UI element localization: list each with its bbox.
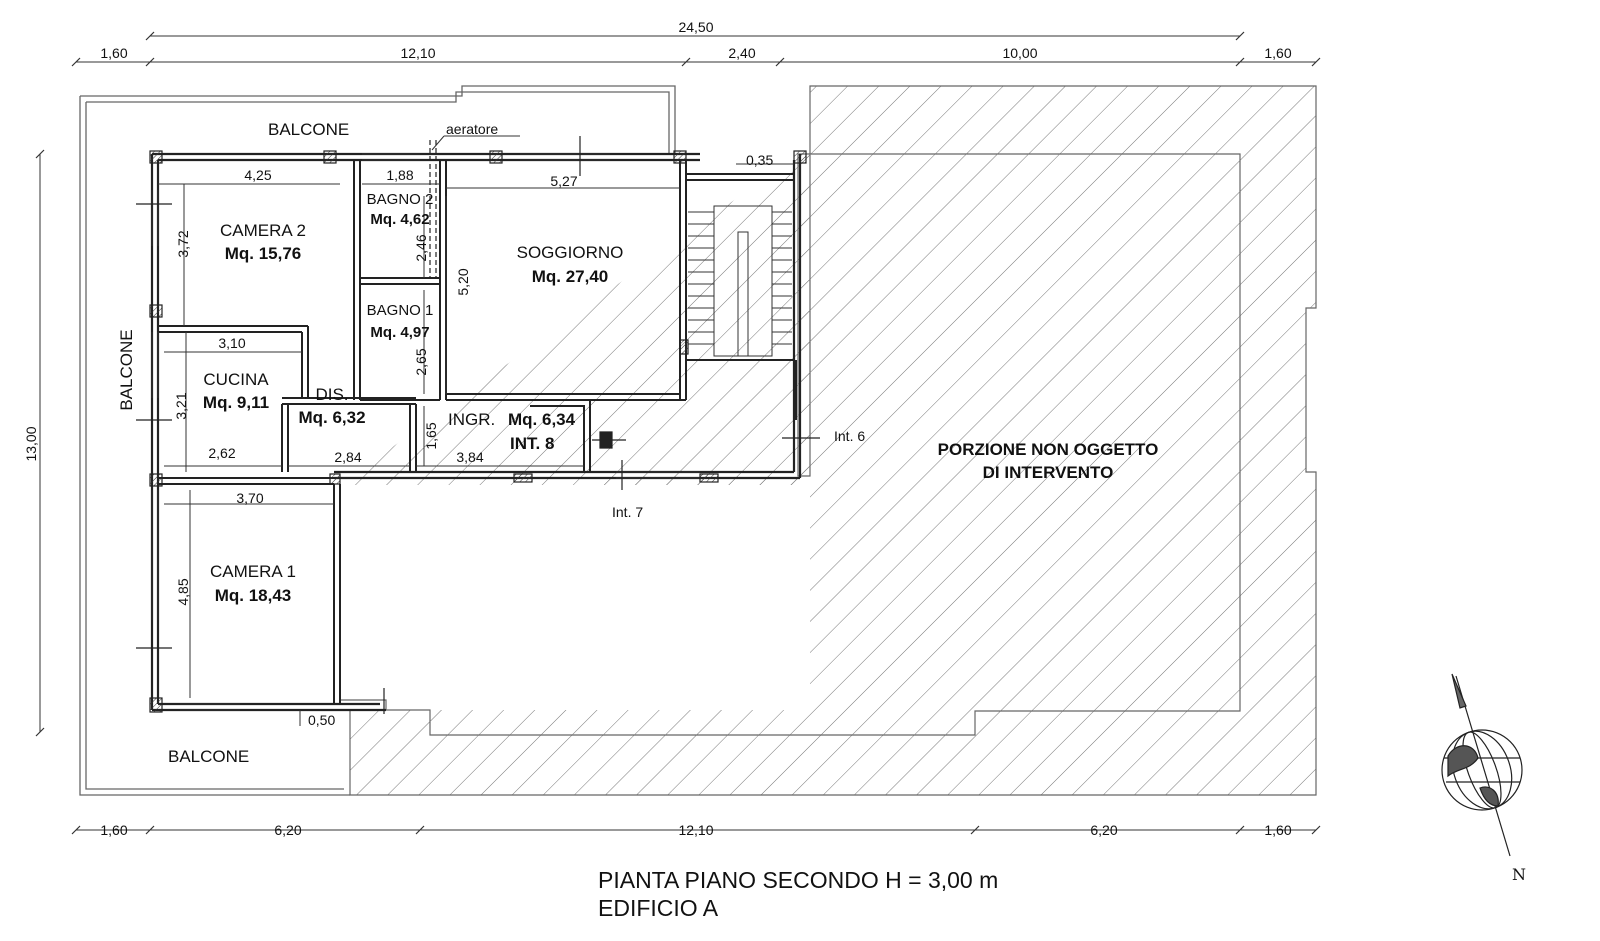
north-compass-icon: N — [1441, 673, 1526, 884]
top-dim-5: 1,60 — [1264, 45, 1291, 61]
wall-offset-bottom-dim: 0,50 — [308, 712, 335, 728]
camera1-width: 3,70 — [236, 490, 263, 506]
bagno1-height: 2,65 — [413, 348, 429, 375]
room-labels: CAMERA 2 Mq. 15,76 BAGNO 2 Mq. 4,62 SOGG… — [203, 191, 623, 605]
balcone-bottom-label: BALCONE — [168, 747, 249, 766]
soggiorno-height: 5,20 — [455, 268, 471, 295]
bottom-dim-5: 1,60 — [1264, 822, 1291, 838]
aeratore-label: aeratore — [446, 121, 498, 137]
ingresso-height: 1,65 — [423, 422, 439, 449]
ingresso-name: INGR. — [448, 410, 495, 429]
title-line-2: EDIFICIO A — [598, 895, 719, 921]
bagno2-width: 1,88 — [386, 167, 413, 183]
cucina-name: CUCINA — [203, 370, 269, 389]
bottom-dim-3: 12,10 — [678, 822, 713, 838]
bagno2-name: BAGNO 2 — [367, 191, 434, 208]
top-dim-3: 2,40 — [728, 45, 755, 61]
camera2-height: 3,72 — [175, 230, 191, 257]
bagno2-area: Mq. 4,62 — [370, 211, 429, 228]
dimension-labels: 24,50 1,60 12,10 2,40 10,00 1,60 1,60 6,… — [23, 19, 1292, 838]
balcony-outline — [79, 85, 676, 796]
windows — [151, 153, 700, 711]
ingresso-area: Mq. 6,34 — [508, 410, 576, 429]
dis-width: 2,84 — [334, 449, 361, 465]
int7-label: Int. 7 — [612, 504, 643, 520]
non-intervention-area — [339, 85, 1317, 796]
misc-labels: BALCONE BALCONE BALCONE aeratore Int. 6 … — [117, 120, 1158, 766]
north-label: N — [1512, 865, 1526, 884]
ingresso-width: 3,84 — [456, 449, 483, 465]
porzione-label-1: PORZIONE NON OGGETTO — [938, 440, 1159, 459]
bagno1-name: BAGNO 1 — [367, 302, 434, 319]
camera1-area: Mq. 18,43 — [215, 586, 292, 605]
camera1-height: 4,85 — [175, 578, 191, 605]
cucina-area: Mq. 9,11 — [203, 393, 269, 412]
bottom-dim-2: 6,20 — [274, 822, 301, 838]
bagno1-area: Mq. 4,97 — [370, 324, 429, 341]
staircase — [688, 205, 792, 357]
bottom-dim-4: 6,20 — [1090, 822, 1117, 838]
int6-label: Int. 6 — [834, 428, 865, 444]
balcone-top-label: BALCONE — [268, 120, 349, 139]
top-dim-2: 12,10 — [400, 45, 435, 61]
cucina-height: 3,21 — [173, 392, 189, 419]
top-dim-4: 10,00 — [1002, 45, 1037, 61]
cucina-width-2: 2,62 — [208, 445, 235, 461]
camera1-name: CAMERA 1 — [210, 562, 296, 581]
overall-width-dim: 24,50 — [678, 19, 713, 35]
dis-area: Mq. 6,32 — [298, 408, 365, 427]
soggiorno-area: Mq. 27,40 — [532, 267, 609, 286]
bottom-dim-1: 1,60 — [100, 822, 127, 838]
porzione-label-2: DI INTERVENTO — [983, 463, 1114, 482]
columns — [149, 150, 807, 713]
dimension-ticks — [35, 31, 1321, 835]
wall-offset-top-dim: 0,35 — [746, 152, 773, 168]
cucina-width: 3,10 — [218, 335, 245, 351]
drawing-title: PIANTA PIANO SECONDO H = 3,00 m EDIFICIO… — [598, 866, 998, 922]
dimension-lines — [39, 35, 1316, 831]
camera2-width: 4,25 — [244, 167, 271, 183]
title-line-1: PIANTA PIANO SECONDO H = 3,00 m — [598, 867, 999, 893]
dis-name: DIS. — [315, 385, 348, 404]
height-dim: 13,00 — [23, 426, 39, 461]
top-dim-1: 1,60 — [100, 45, 127, 61]
door-ticks — [136, 136, 820, 714]
bagno2-height: 2,46 — [413, 234, 429, 261]
balcone-left-label: BALCONE — [117, 329, 136, 410]
ingresso-unit: INT. 8 — [510, 434, 554, 453]
soggiorno-name: SOGGIORNO — [517, 243, 624, 262]
camera2-name: CAMERA 2 — [220, 221, 306, 240]
soggiorno-width: 5,27 — [550, 173, 577, 189]
camera2-area: Mq. 15,76 — [225, 244, 302, 263]
